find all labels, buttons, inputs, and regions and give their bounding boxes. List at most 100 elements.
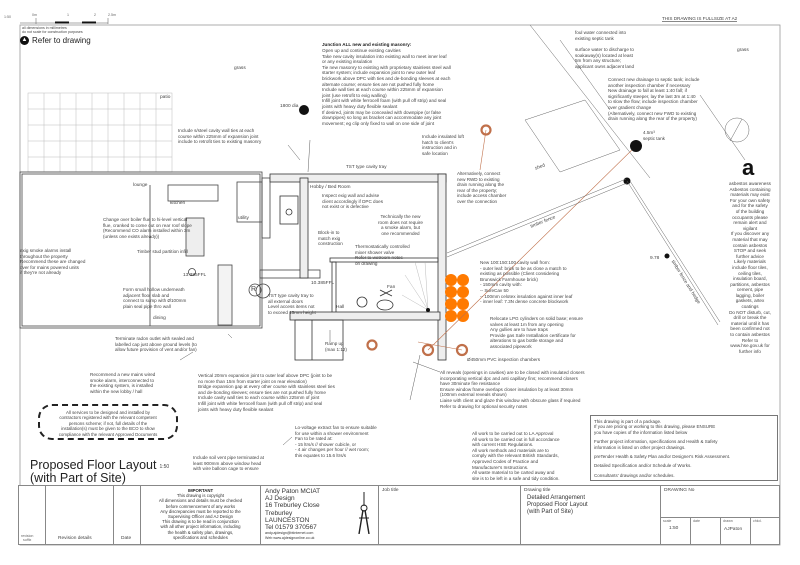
drawing-scale-large: 1:50 [159, 464, 170, 470]
note-loft-hatch: Include insulated loft hatch to client's… [422, 134, 464, 156]
leader-lines [179, 139, 441, 446]
note-existing-smoke-alarms: exig smoke alarms install throughout the… [20, 248, 86, 276]
label-dining: dining [153, 316, 166, 321]
note-boiler-flue: Change over boiler flue to hi-level vert… [103, 217, 192, 239]
label-septic-tank: 4.5m³ septic tank [643, 130, 665, 141]
wetroom-fall-lines [401, 261, 429, 311]
downpipe [299, 105, 309, 115]
note-junction-body: Open up and continue existing cavities T… [322, 48, 451, 126]
drawn-value: AJPaton [724, 527, 743, 532]
designer-cell: Andy Paton MCIAT AJ Design 16 Treburley … [260, 485, 379, 545]
company-name: AJ Design [265, 495, 295, 503]
note-inspection-chambers: Ø450mm PVC inspection chambers [467, 357, 541, 362]
note-reveals: All reveals (openings in cavities) are t… [440, 370, 585, 409]
label-grass: grass [234, 66, 246, 71]
label-ffl: 10.385FFL [311, 281, 335, 286]
drawing-no-label: DRAWING No [664, 488, 695, 493]
note-extract-fan: Lo-voltage extract fan to ensure suitabl… [295, 425, 377, 458]
revision-details-cell: Revision details [45, 485, 114, 545]
note-smoke-alarm-room: Technically the new room does not requir… [378, 214, 423, 236]
drawing-no-cell: DRAWING No [660, 485, 780, 518]
note-soil-vent: Include soil vent pipe terminated at lea… [193, 455, 264, 472]
job-title-label: Job title [382, 488, 399, 493]
scale-bar [20, 18, 109, 24]
extension-walls [269, 173, 447, 361]
drawing-title: Detailed Arrangement Proposed Floor Layo… [527, 495, 588, 515]
label-ffl: 13.385FFL [183, 273, 207, 278]
site-lines [446, 24, 750, 326]
scale-bar-tick: 2.5m [108, 13, 116, 17]
note-mixer-valve: Thermostatically controlled mixer shower… [355, 244, 410, 266]
refer-to-drawing-label: Refer to drawing [32, 36, 91, 45]
company-address: 16 Treburley Close Treburley LAUNCESTON [265, 502, 320, 524]
important-cell: IMPORTANT This drawing is copyright All … [140, 485, 261, 545]
existing-walls [19, 171, 321, 329]
revision-suffix-label: revision suffix [21, 534, 34, 542]
scale-bar-tick: 0m [32, 13, 37, 17]
label-lounge: lounge [133, 183, 148, 188]
note-inspect-wall: Inspect exig wall and advise client acco… [322, 193, 384, 210]
scale-bar-tick: 1 [67, 13, 69, 17]
info-line: preTender Health & Safety Plan and/or De… [594, 454, 731, 460]
label-utility: utility [238, 216, 249, 221]
label-level: 9.78 [650, 256, 660, 261]
warning-icon: ▲ [20, 36, 29, 45]
drawing-title-large: Proposed Floor Layout (with Part of Site… [30, 458, 157, 485]
scale-label: scale [663, 519, 672, 523]
asbestos-logo: a [742, 155, 755, 180]
label-hobby-room: Hobby / Bed Room [310, 185, 351, 190]
job-title-cell: Job title [378, 485, 521, 545]
checked-label: chkd. [753, 519, 762, 523]
note-block-in: Block-in to match exig construction [318, 230, 343, 247]
note-radon: Terminate radon outlet with sealed and l… [115, 336, 197, 353]
drawing-title-cell: Drawing title Detailed Arrangement Propo… [520, 485, 661, 545]
drawing-title-large-group: Proposed Floor Layout (with Part of Site… [30, 459, 169, 485]
drawing-title-label: Drawing title [524, 488, 551, 493]
note-connect-drainage: Connect new drainage to septic tank; inc… [608, 77, 700, 122]
date-field-cell: date [690, 517, 721, 545]
info-line: Further project information, specificati… [594, 439, 718, 450]
company-email: andy.ajdesign@btinternet.com [265, 531, 314, 536]
label-fan: Fan [387, 285, 396, 290]
note-expansion-joint: Vertical 20mm expansion joint to outer l… [198, 373, 335, 412]
note-la-approval: All work to be carried out to LA Approva… [472, 431, 560, 481]
info-package-box: This drawing is part of a package. If yo… [590, 415, 778, 481]
note-cavity-wall: New 100:150:100 cavity wall from: - oute… [480, 260, 573, 305]
inspection-chambers [366, 124, 492, 357]
note-services-cloud: All services to be designed and installe… [38, 404, 178, 440]
note-junction-title: Junction ALL new and existing masonry: [322, 42, 412, 47]
date-field-label: date [693, 519, 700, 523]
important-text: This drawing is copyright All dimensions… [158, 493, 243, 540]
label-patio: patio [160, 95, 171, 100]
refer-to-drawing: ▲Refer to drawing [20, 36, 91, 45]
checked-cell: chkd. [750, 517, 780, 545]
info-line: This drawing is part of a package. If yo… [594, 419, 716, 435]
note-tst-doors: TST type cavity tray to all external doo… [268, 293, 316, 315]
scale-bar-ratio: 1:50 [4, 15, 11, 19]
note-surface-water: surface water to discharge to soakaway(s… [575, 47, 634, 69]
note-tst-tray: TST type cavity tray [346, 164, 387, 169]
note-foul-water: foul water connected into existing septi… [575, 30, 627, 41]
drawn-cell: drawn AJPaton [720, 517, 751, 545]
lpg-cylinders [445, 274, 469, 322]
note-stud-partition: Timber stud partition infill [137, 249, 188, 254]
note-mains-smoke-alarm: Recommend a new mains wired smoke alarm,… [90, 372, 156, 394]
scale-bar-tick: 2 [94, 13, 96, 17]
info-line: Consultants' drawings and/or schedules. [594, 472, 675, 478]
label-kitchen: kitchen [170, 201, 186, 206]
scale-cell: scale 1:50 [660, 517, 691, 545]
level-point [664, 253, 670, 259]
note-ramp: Ramp up (max 1:12) [325, 341, 347, 352]
company-web: Web www.ajdesignonline.co.uk [265, 535, 315, 540]
label-grass: grass [737, 48, 749, 53]
important-heading: IMPORTANT [187, 488, 214, 493]
scale-value: 1:50 [669, 526, 679, 531]
note-wall-ties: Include s/steel cavity wall ties at each… [178, 128, 262, 145]
note-hollow-sump: Form small hollow underneath adjacent fl… [123, 287, 187, 309]
date-label: Date [121, 536, 132, 541]
radon-sump-symbol: R [251, 286, 257, 293]
floor-drain [426, 308, 430, 312]
revision-details-label: Revision details [58, 536, 92, 541]
patio-grid [27, 92, 173, 173]
